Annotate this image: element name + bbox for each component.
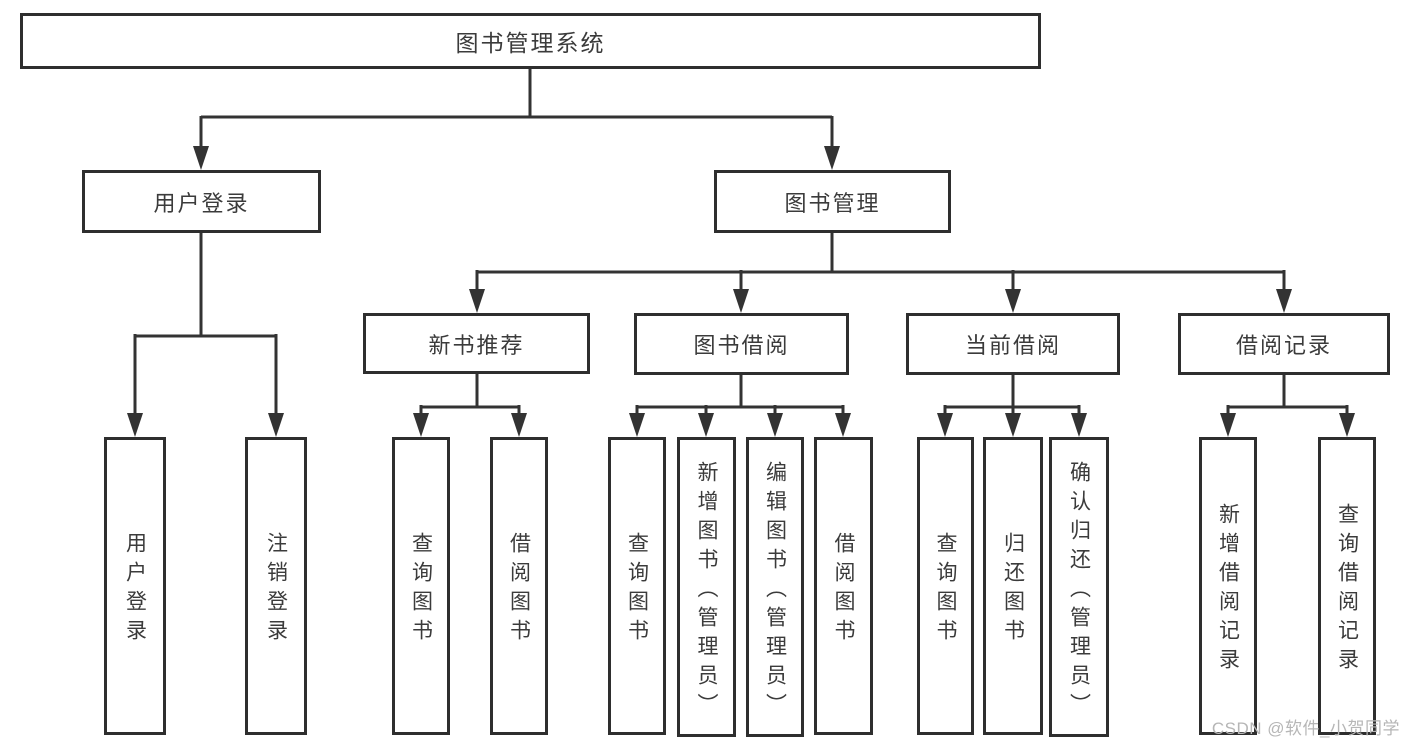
csdn-watermark: CSDN @软件_小贺同学 [1211, 719, 1400, 738]
leaf-search-borrow-record-label: 查询借阅记录 [1335, 503, 1359, 677]
leaf-search-books-current-label: 查询图书 [934, 532, 957, 648]
leaf-search-books-borrow-label: 查询图书 [625, 532, 649, 648]
node-new-book-recommend: 新书推荐 [363, 313, 590, 374]
node-root-label: 图书管理系统 [455, 30, 606, 56]
leaf-user-login-label: 用户登录 [123, 532, 147, 648]
leaf-search-borrow-record: 查询借阅记录 [1318, 437, 1376, 735]
leaf-search-books-current: 查询图书 [917, 437, 974, 735]
leaf-edit-book-admin-label: 编辑图书（管理员） [763, 460, 787, 722]
node-book-management: 图书管理 [714, 170, 951, 233]
node-user-login-label: 用户登录 [153, 190, 250, 216]
leaf-add-book-admin: 新增图书（管理员） [677, 437, 736, 737]
leaf-add-borrow-record-label: 新增借阅记录 [1216, 503, 1240, 677]
leaf-add-book-admin-label: 新增图书（管理员） [695, 460, 718, 722]
leaf-search-books-recommend: 查询图书 [392, 437, 450, 735]
leaf-add-borrow-record: 新增借阅记录 [1199, 437, 1257, 735]
leaf-search-books-borrow: 查询图书 [608, 437, 666, 735]
arrowheads [127, 146, 1355, 437]
leaf-search-books-recommend-label: 查询图书 [409, 532, 433, 648]
node-root: 图书管理系统 [20, 13, 1041, 69]
leaf-borrow-books: 借阅图书 [814, 437, 873, 735]
node-current-borrow: 当前借阅 [906, 313, 1120, 375]
node-borrow-records-label: 借阅记录 [1235, 333, 1332, 358]
leaf-return-book-label: 归还图书 [1001, 532, 1025, 648]
node-book-borrow-label: 图书借阅 [693, 333, 790, 358]
leaf-confirm-return-admin: 确认归还（管理员） [1049, 437, 1109, 737]
node-user-login: 用户登录 [82, 170, 321, 233]
leaf-borrow-books-recommend-label: 借阅图书 [507, 532, 531, 648]
node-book-borrow: 图书借阅 [634, 313, 849, 375]
node-book-management-label: 图书管理 [784, 190, 881, 216]
leaf-user-login: 用户登录 [104, 437, 166, 735]
leaf-edit-book-admin: 编辑图书（管理员） [746, 437, 804, 737]
node-new-book-recommend-label: 新书推荐 [428, 332, 525, 358]
leaf-logout: 注销登录 [245, 437, 307, 735]
node-current-borrow-label: 当前借阅 [964, 333, 1061, 358]
leaf-return-book: 归还图书 [983, 437, 1043, 735]
leaf-borrow-books-recommend: 借阅图书 [490, 437, 548, 735]
connector-path [133, 69, 1349, 417]
leaf-borrow-books-label: 借阅图书 [832, 532, 855, 648]
leaf-logout-label: 注销登录 [264, 532, 288, 648]
leaf-confirm-return-admin-label: 确认归还（管理员） [1067, 460, 1091, 722]
node-borrow-records: 借阅记录 [1178, 313, 1390, 375]
